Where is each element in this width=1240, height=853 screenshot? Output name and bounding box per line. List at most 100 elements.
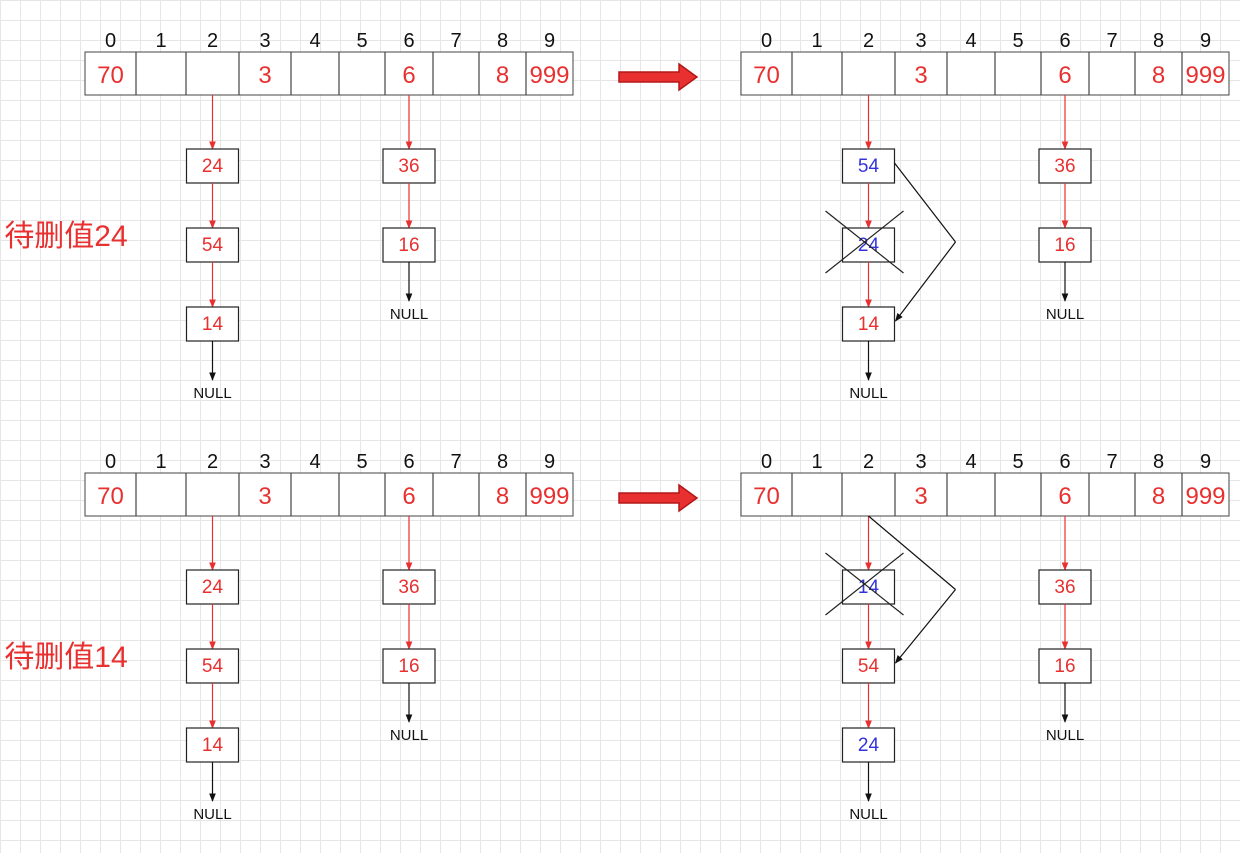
cell-value-9: 999 [529, 483, 569, 510]
cell-value-0: 70 [753, 483, 780, 510]
node-value: 36 [398, 577, 419, 598]
index-label-3: 3 [915, 30, 926, 52]
cell-value-6: 6 [402, 62, 415, 89]
index-label-0: 0 [105, 30, 116, 52]
list-node [185, 227, 240, 263]
index-label-2: 2 [863, 30, 874, 52]
index-label-2: 2 [863, 451, 874, 473]
index-label-1: 1 [811, 30, 822, 52]
null-label: NULL [193, 385, 231, 402]
list-node [185, 306, 240, 342]
node-value: 54 [858, 656, 880, 677]
after-table [740, 51, 1230, 96]
index-label-3: 3 [259, 451, 270, 473]
index-label-5: 5 [1012, 30, 1023, 52]
cell-value-6: 6 [1058, 62, 1071, 89]
index-label-9: 9 [1200, 30, 1211, 52]
list-node [1038, 648, 1092, 684]
node-value: 24 [858, 735, 880, 756]
null-label: NULL [390, 306, 428, 323]
index-label-8: 8 [497, 451, 508, 473]
node-value: 16 [1054, 656, 1075, 677]
cross-mark [825, 210, 904, 274]
null-label: NULL [1046, 727, 1084, 744]
index-label-0: 0 [761, 451, 772, 473]
index-label-0: 0 [761, 30, 772, 52]
cell-value-3: 3 [914, 483, 927, 510]
node-value: 24 [202, 577, 224, 598]
cell-value-9: 999 [1185, 483, 1225, 510]
index-label-4: 4 [309, 30, 320, 52]
null-label: NULL [849, 385, 887, 402]
index-label-9: 9 [544, 451, 555, 473]
index-label-2: 2 [207, 30, 218, 52]
cell-value-3: 3 [914, 62, 927, 89]
before-table [84, 472, 574, 517]
cell-value-3: 3 [258, 62, 271, 89]
cell-value-6: 6 [1058, 483, 1071, 510]
index-label-9: 9 [1200, 451, 1211, 473]
bypass-line [868, 515, 956, 590]
list-node [1038, 148, 1092, 184]
index-label-6: 6 [403, 30, 414, 52]
index-label-7: 7 [1106, 30, 1117, 52]
node-value: 24 [202, 156, 224, 177]
bypass-arrow [894, 241, 956, 322]
after-state: 012345678970368999145424NULL3616NULL [740, 451, 1230, 823]
list-node [841, 306, 896, 342]
list-node [185, 727, 240, 763]
list-node [841, 648, 896, 684]
cross-mark [825, 552, 904, 616]
cell-value-0: 70 [97, 62, 124, 89]
index-label-4: 4 [965, 451, 976, 473]
cell-value-8: 8 [1152, 483, 1165, 510]
node-value: 36 [1054, 577, 1075, 598]
index-label-4: 4 [309, 451, 320, 473]
list-node [382, 148, 436, 184]
cell-value-9: 999 [1185, 62, 1225, 89]
node-value: 54 [202, 656, 224, 677]
index-label-1: 1 [155, 30, 166, 52]
index-label-3: 3 [259, 30, 270, 52]
index-label-1: 1 [155, 451, 166, 473]
node-value: 14 [202, 314, 224, 335]
null-label: NULL [849, 806, 887, 823]
index-label-5: 5 [1012, 451, 1023, 473]
chain-slot-2: 145424NULL [825, 515, 956, 823]
bypass-arrow [894, 589, 956, 664]
null-label: NULL [390, 727, 428, 744]
chain-slot-2: 542414NULL [825, 95, 956, 402]
cell-value-8: 8 [496, 62, 509, 89]
index-label-0: 0 [105, 451, 116, 473]
node-value: 16 [398, 656, 419, 677]
list-node [185, 569, 240, 605]
index-label-3: 3 [915, 451, 926, 473]
cell-value-6: 6 [402, 483, 415, 510]
index-label-2: 2 [207, 451, 218, 473]
index-label-8: 8 [1153, 30, 1164, 52]
panel-caption: 待删值24 [4, 220, 127, 253]
cell-value-0: 70 [97, 483, 124, 510]
list-node [1038, 227, 1092, 263]
after-table [740, 472, 1230, 517]
transition-arrow [618, 62, 699, 92]
list-node [841, 727, 896, 763]
list-node [185, 648, 240, 684]
index-label-8: 8 [1153, 451, 1164, 473]
cell-value-3: 3 [258, 483, 271, 510]
transition-arrow [618, 483, 699, 513]
index-label-8: 8 [497, 30, 508, 52]
cell-value-9: 999 [529, 62, 569, 89]
node-value: 36 [398, 156, 419, 177]
list-node [841, 148, 896, 184]
index-label-5: 5 [356, 30, 367, 52]
cell-value-0: 70 [753, 62, 780, 89]
after-state: 012345678970368999542414NULL3616NULL [740, 30, 1230, 402]
index-label-6: 6 [1059, 30, 1070, 52]
